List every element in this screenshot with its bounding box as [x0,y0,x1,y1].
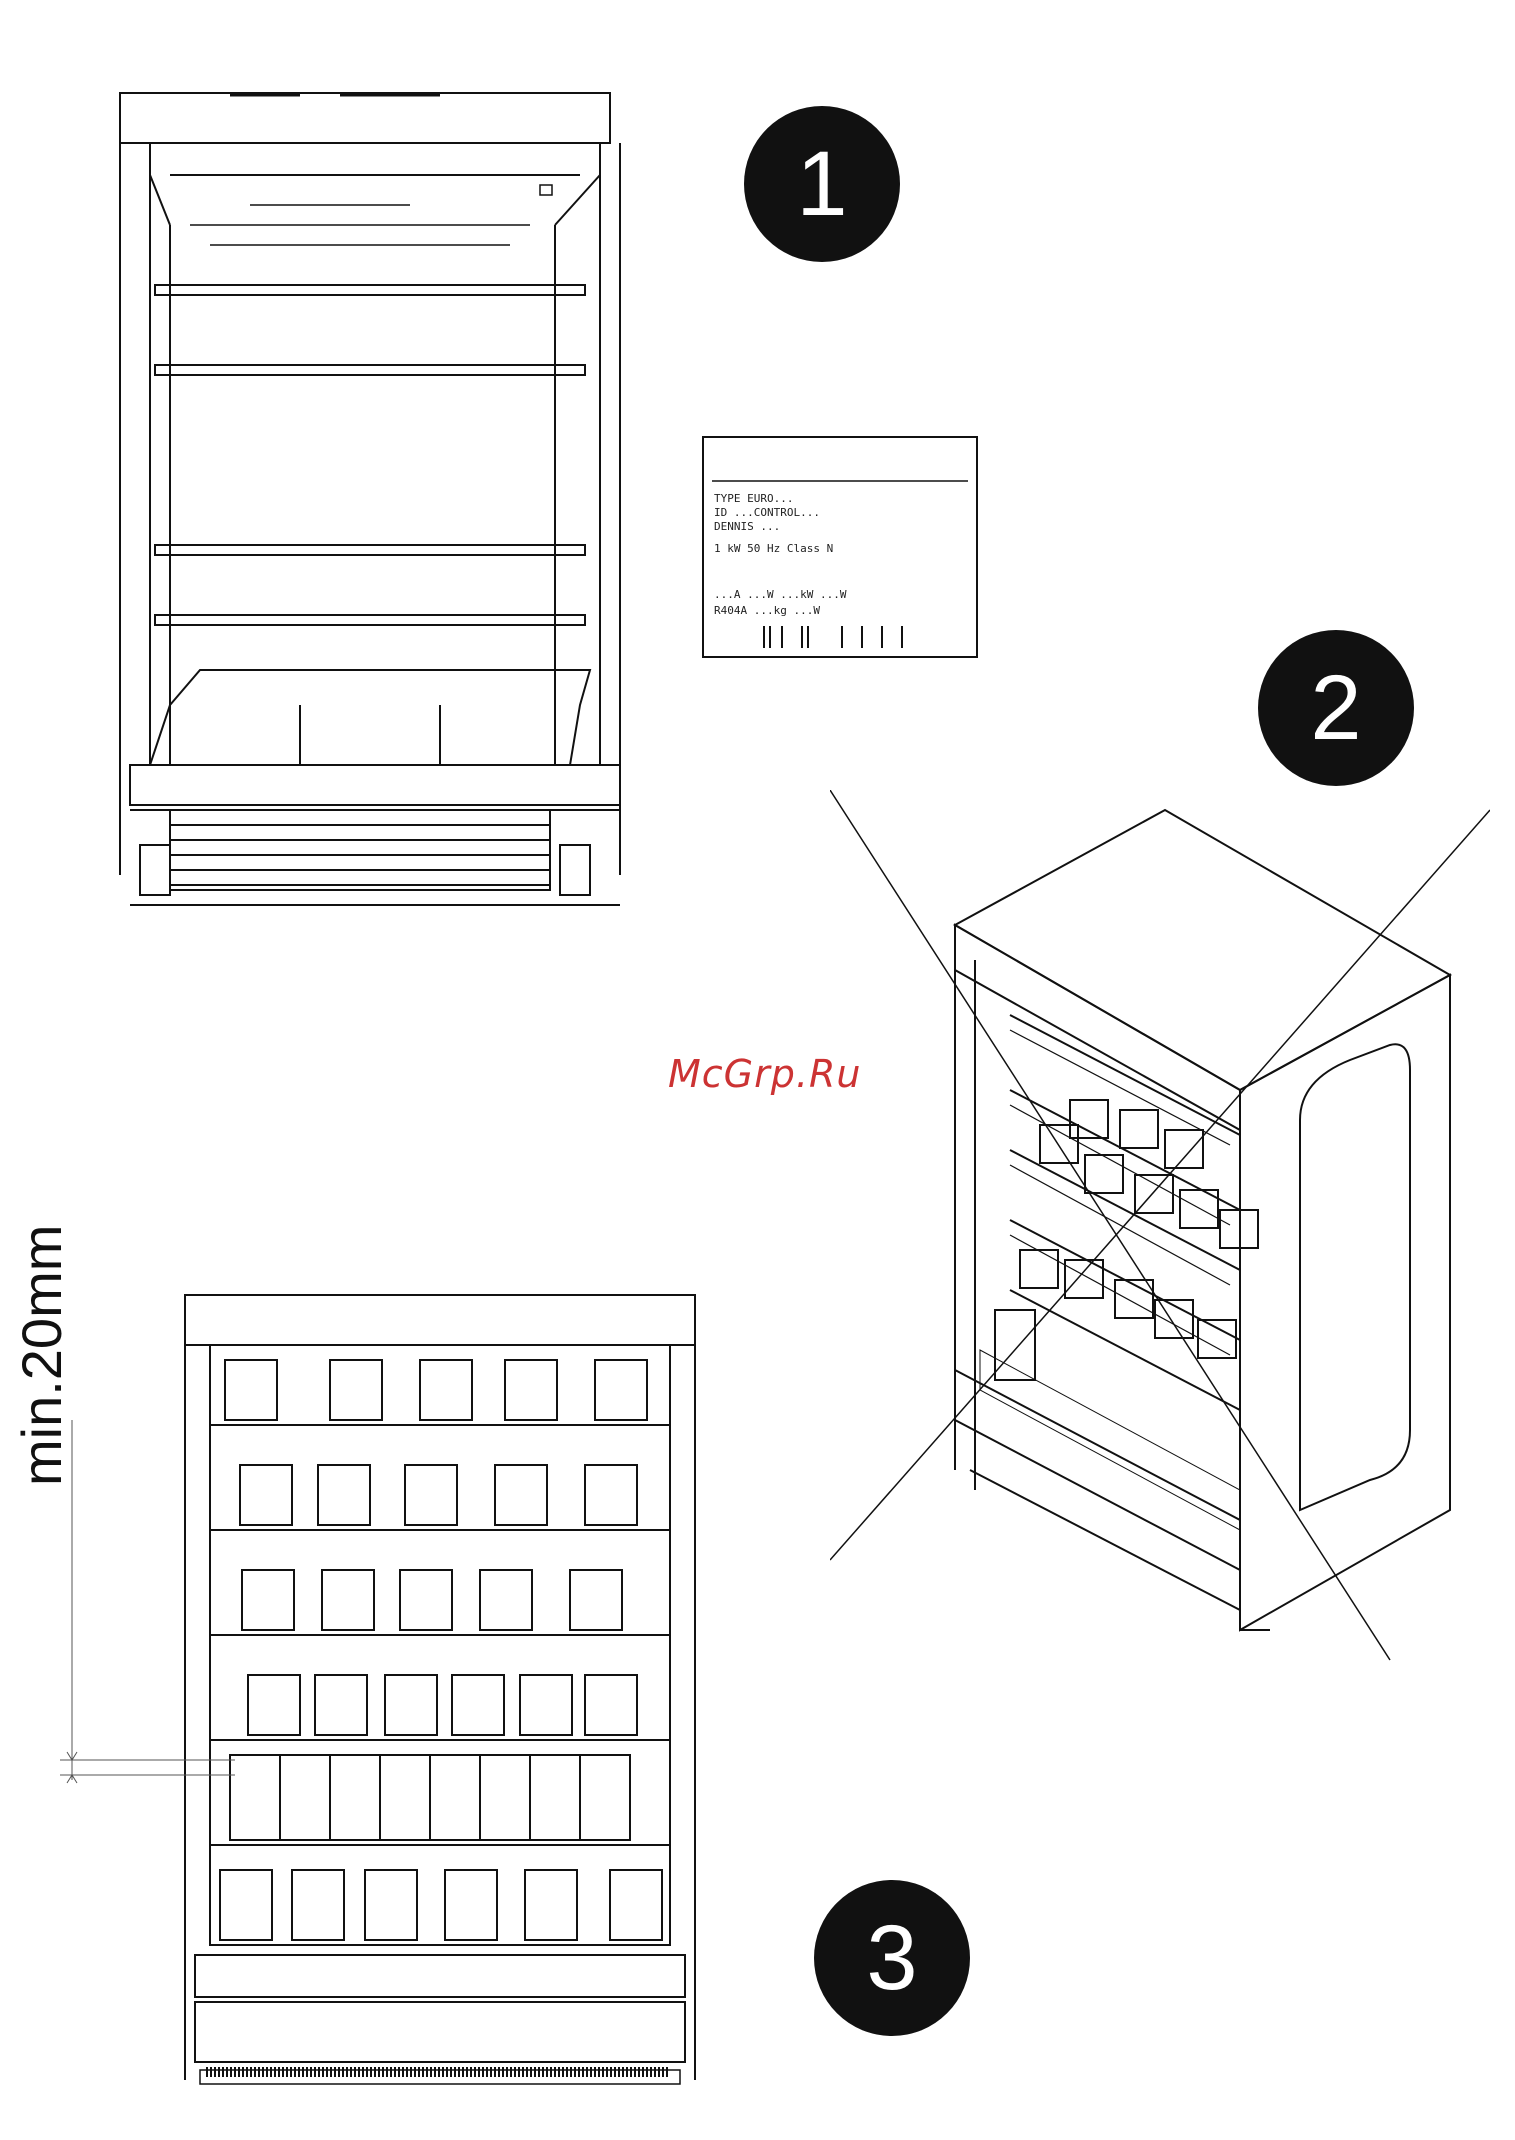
rating-plate: TYPE EURO... ID ...CONTROL... DENNIS ...… [702,436,978,658]
plate-line-4: 1 kW 50 Hz Class N [714,542,833,555]
plate-line-2: ID ...CONTROL... [714,506,820,519]
step-1-badge: 1 [744,106,900,262]
dimension-marker [50,1420,240,1800]
plate-line-6: R404A ...kg ...W [714,604,820,617]
watermark: McGrp.Ru [668,1052,861,1096]
step-2-badge: 2 [1258,630,1414,786]
figure-1-front-view [110,85,630,915]
figure-3-front-elevation [180,1290,710,2090]
plate-line-3: DENNIS ... [714,520,780,533]
plate-line-5: ...A ...W ...kW ...W [714,588,847,601]
step-3-badge: 3 [814,1880,970,2036]
dimension-label: min.20mm [14,1430,70,1760]
figure-2-isometric-view [830,790,1490,1670]
dimension-label-text: min.20mm [14,1430,70,1486]
plate-line-1: TYPE EURO... [714,492,793,505]
